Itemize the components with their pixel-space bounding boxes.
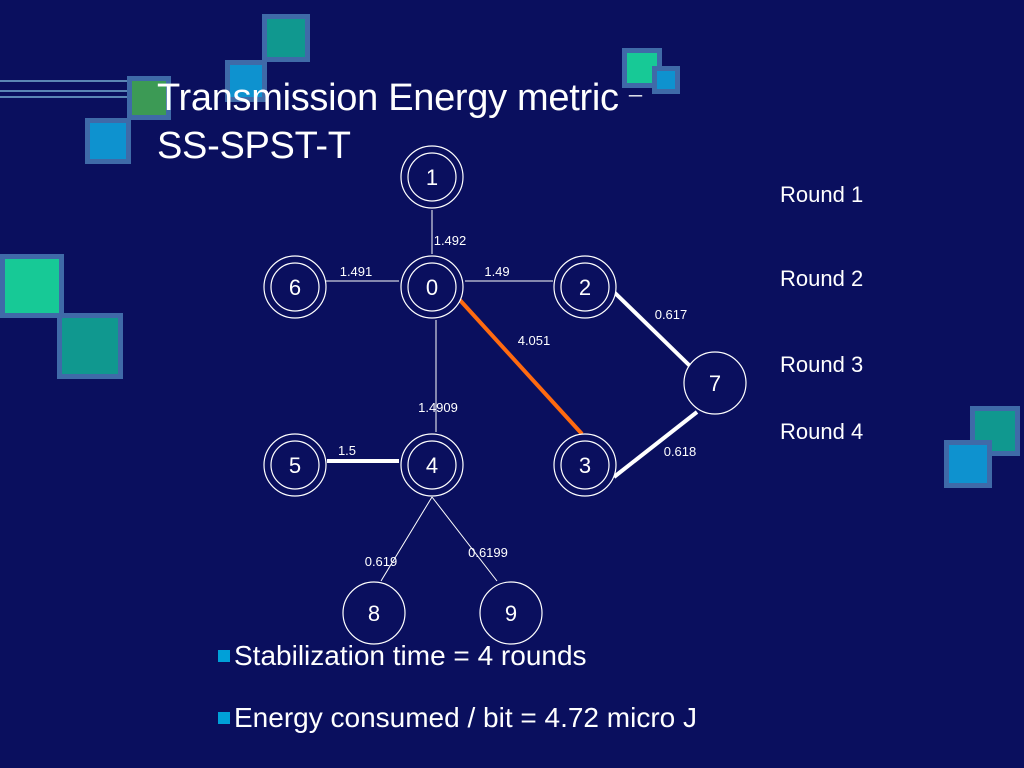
decorative-line (0, 90, 160, 92)
node-label: 0 (426, 275, 438, 300)
node-inner-circle (270, 440, 320, 490)
round-label-4: Round 4 (780, 419, 864, 444)
node-label: 8 (368, 601, 380, 626)
decorative-line (0, 96, 160, 98)
edge-weight-label: 1.49 (484, 264, 509, 279)
bullet-square-icon (218, 650, 230, 662)
decorative-square (57, 313, 123, 379)
decorative-square (0, 254, 64, 318)
node-inner-circle (407, 440, 457, 490)
node-1: 1 (400, 145, 464, 209)
page-title: Transmission Energy metric – SS-SPST-T (157, 70, 642, 170)
node-outer-circle (479, 581, 543, 645)
node-outer-circle (683, 351, 747, 415)
edge-3-7 (612, 410, 699, 479)
node-outer-circle (400, 145, 464, 209)
title-line-1: Transmission Energy metric (157, 77, 619, 119)
title-line-2: SS-SPST-T (157, 125, 351, 167)
node-2: 2 (553, 255, 617, 319)
node-outer-circle (342, 581, 406, 645)
node-label: 4 (426, 453, 438, 478)
node-8: 8 (342, 581, 406, 645)
node-7: 7 (683, 351, 747, 415)
node-inner-circle (407, 262, 457, 312)
node-label: 3 (579, 453, 591, 478)
decorative-line (0, 80, 160, 82)
edge-weight-label: 1.5 (338, 443, 356, 458)
node-5: 5 (263, 433, 327, 497)
decorative-square (944, 440, 992, 488)
decorative-square (262, 14, 310, 62)
edge-weight-label: 0.619 (365, 554, 398, 569)
round-label-2: Round 2 (780, 266, 864, 291)
node-outer-circle (400, 255, 464, 319)
bullet-item: Stabilization time = 4 rounds (218, 640, 587, 672)
decorative-square (652, 66, 680, 94)
node-outer-circle (400, 433, 464, 497)
node-outer-circle (263, 433, 327, 497)
node-inner-circle (560, 262, 610, 312)
node-9: 9 (479, 581, 543, 645)
node-outer-circle (553, 255, 617, 319)
round-label-3: Round 3 (780, 352, 864, 377)
edge-weight-label: 0.617 (655, 307, 688, 322)
bullet-item: Energy consumed / bit = 4.72 micro J (218, 702, 697, 734)
title-dash: – (628, 79, 642, 108)
node-inner-circle (270, 262, 320, 312)
node-outer-circle (263, 255, 327, 319)
node-label: 7 (709, 371, 721, 396)
bullet-text: Energy consumed / bit = 4.72 micro J (234, 702, 697, 733)
node-label: 6 (289, 275, 301, 300)
edge-weight-label: 4.051 (518, 333, 551, 348)
node-label: 5 (289, 453, 301, 478)
edge-weight-label: 1.491 (340, 264, 373, 279)
edge-weight-label: 0.6199 (468, 545, 508, 560)
node-label: 1 (426, 165, 438, 190)
edge-2-7 (612, 290, 692, 368)
decorative-square (127, 76, 171, 120)
edge-weight-label: 0.618 (664, 444, 697, 459)
node-outer-circle (553, 433, 617, 497)
decorative-square (85, 118, 131, 164)
edge-4-8 (380, 496, 433, 582)
node-label: 9 (505, 601, 517, 626)
edge-weight-label: 1.4909 (418, 400, 458, 415)
node-6: 6 (263, 255, 327, 319)
node-0: 0 (400, 255, 464, 319)
bullet-text: Stabilization time = 4 rounds (234, 640, 587, 671)
node-inner-circle (407, 152, 457, 202)
edge-weight-label: 1.492 (434, 233, 467, 248)
node-inner-circle (560, 440, 610, 490)
round-label-1: Round 1 (780, 182, 864, 207)
node-4: 4 (400, 433, 464, 497)
node-label: 2 (579, 275, 591, 300)
edge-0-3 (456, 296, 584, 436)
edge-4-9 (431, 496, 498, 582)
node-3: 3 (553, 433, 617, 497)
bullet-square-icon (218, 712, 230, 724)
decorative-square (225, 60, 267, 102)
